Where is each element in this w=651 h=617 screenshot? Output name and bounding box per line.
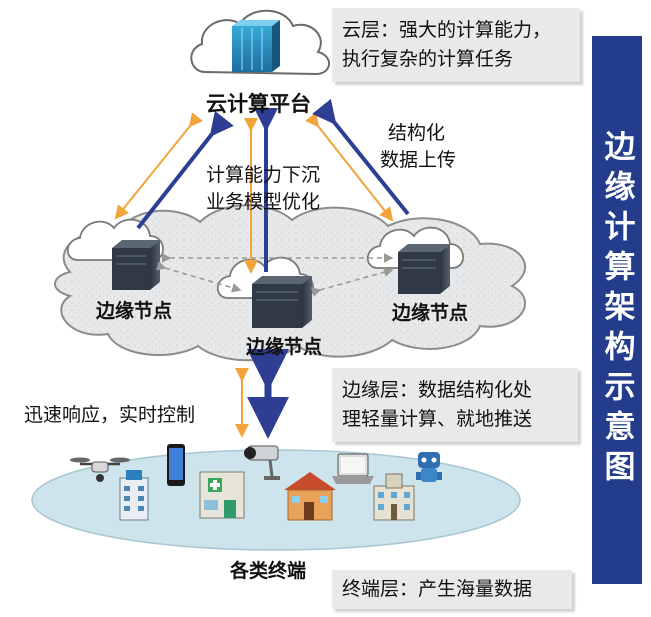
security-camera-icon	[244, 445, 280, 480]
edge-node-label-right: 边缘节点	[392, 302, 469, 324]
center-arrow-label-line1: 计算能力下沉	[206, 164, 321, 186]
cloud-platform-icon	[190, 9, 330, 76]
edge-server-icon	[252, 276, 312, 328]
upload-arrow-label-line1: 结构化	[388, 122, 446, 144]
edge-server-icon	[112, 240, 160, 290]
response-label: 迅速响应，实时控制	[24, 404, 196, 426]
terminals-title: 各类终端	[230, 560, 307, 582]
office-building-icon	[119, 470, 149, 521]
upload-arrow-label: 结构化 数据上传	[380, 120, 456, 174]
cloud-layer-note: 云层：强大的计算能力， 执行复杂的计算任务	[332, 8, 580, 82]
server-rack-icon	[232, 20, 280, 72]
cloud-layer-note-line1: 云层：强大的计算能力，	[342, 19, 552, 41]
school-icon	[373, 473, 415, 521]
upload-arrow-label-line2: 数据上传	[380, 149, 457, 171]
edge-node-label-left: 边缘节点	[96, 300, 173, 322]
edge-layer-note-line2: 理轻量计算、就地推送	[342, 408, 533, 430]
edge-layer-note-line1: 边缘层：数据结构化处	[342, 379, 533, 401]
cloud-layer-note-line2: 执行复杂的计算任务	[342, 48, 514, 70]
edge-server-icon	[398, 244, 450, 294]
center-arrow-label: 计算能力下沉 业务模型优化	[206, 162, 320, 216]
terminal-layer-note: 终端层：产生海量数据	[332, 570, 572, 609]
laptop-icon	[332, 453, 374, 484]
drone-icon	[70, 457, 130, 482]
edge-node-links	[155, 253, 394, 297]
side-title-bar: 边缘计算架构示意图	[592, 36, 642, 584]
hospital-icon	[199, 471, 245, 519]
smartphone-icon	[167, 444, 185, 486]
edge-terminal-arrows	[235, 349, 289, 439]
edge-node-label-center: 边缘节点	[246, 336, 323, 358]
edge-layer-note: 边缘层：数据结构化处 理轻量计算、就地推送	[332, 368, 578, 442]
house-icon	[284, 472, 336, 521]
robot-icon	[416, 452, 442, 482]
center-arrow-label-line2: 业务模型优化	[206, 191, 321, 213]
cloud-platform-title: 云计算平台	[206, 92, 311, 116]
cloud-edge-arrows	[114, 98, 410, 274]
side-title: 边缘计算架构示意图	[598, 130, 635, 490]
